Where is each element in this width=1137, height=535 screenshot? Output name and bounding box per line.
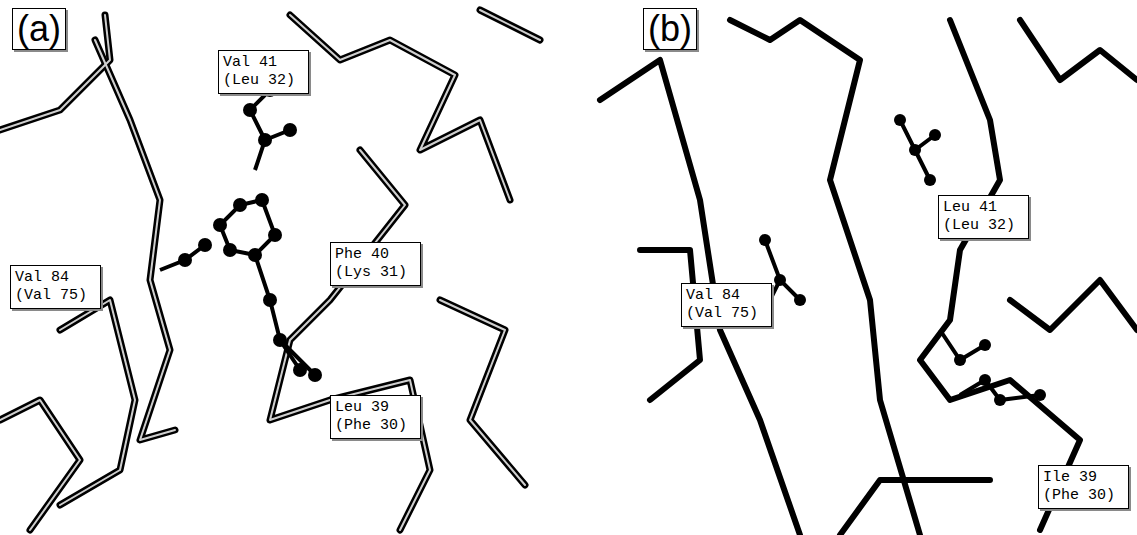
residue-label-box: Val 41 (Leu 32) (218, 50, 309, 94)
panel-label-box: (a) (12, 8, 66, 50)
residue-label: Val 41 (Leu 32) (223, 54, 304, 90)
backbone-trace-a (0, 10, 540, 530)
side-chains (160, 83, 1046, 406)
residue-label-box: Phe 40 (Lys 31) (330, 242, 421, 286)
residue-label: Ile 39 (Phe 30) (1043, 469, 1124, 505)
residue-label-box: Val 84 (Val 75) (10, 265, 101, 309)
residue-label: Val 84 (Val 75) (15, 269, 96, 305)
panel-label-box: (b) (643, 8, 697, 50)
backbone-trace-b (600, 20, 1137, 535)
residue-label-box: Ile 39 (Phe 30) (1038, 465, 1129, 509)
panel-letter: (b) (648, 9, 692, 49)
backbone-highlight-a (0, 10, 540, 530)
residue-label: Leu 41 (Leu 32) (943, 199, 1024, 235)
residue-label: Phe 40 (Lys 31) (335, 246, 416, 282)
residue-label-box: Val 84 (Val 75) (681, 283, 772, 327)
residue-label: Leu 39 (Phe 30) (335, 399, 416, 435)
residue-label-box: Leu 39 (Phe 30) (330, 395, 421, 439)
residue-label: Val 84 (Val 75) (686, 287, 767, 323)
panel-letter: (a) (17, 9, 61, 49)
residue-label-box: Leu 41 (Leu 32) (938, 195, 1029, 239)
